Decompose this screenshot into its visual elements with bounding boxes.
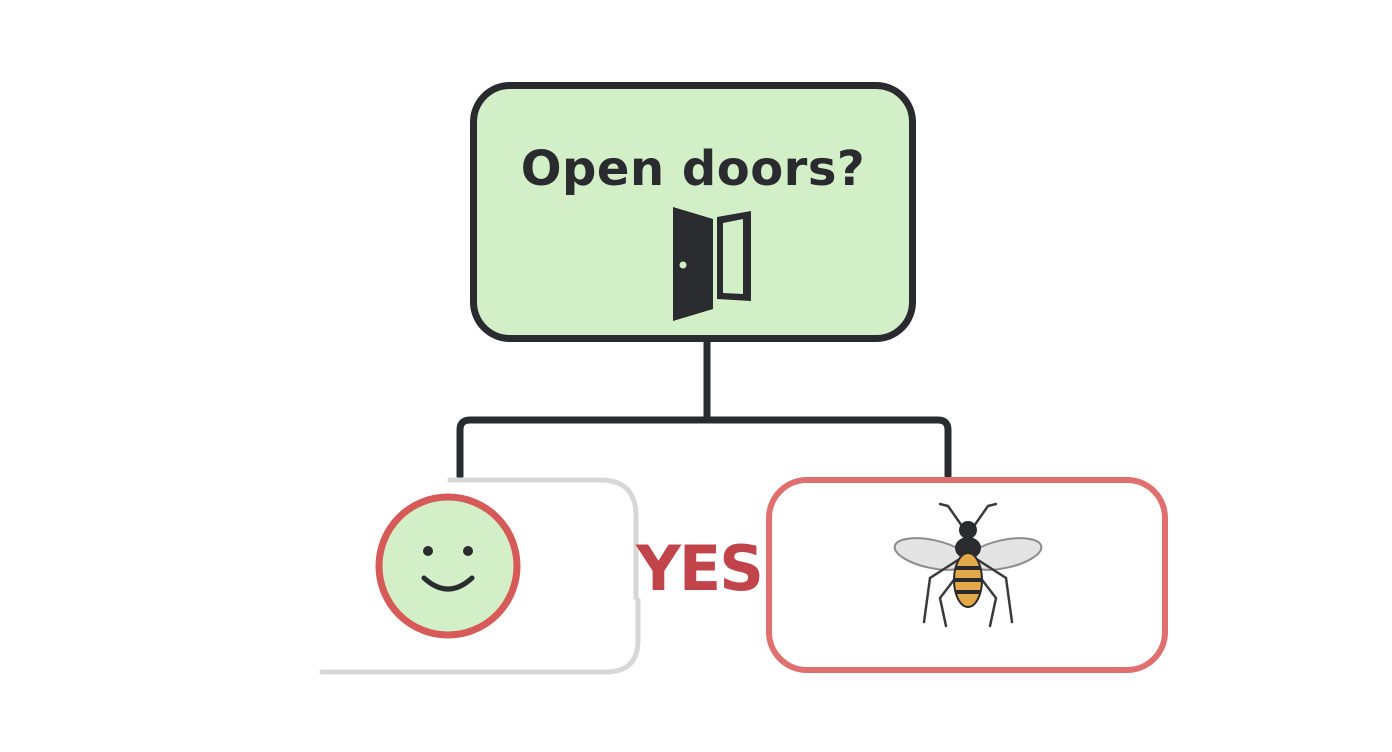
connector-right [703,416,952,480]
question-box: Open doors? [470,82,916,342]
connector-lines [456,338,952,480]
answer-label-yes: YES [636,532,764,605]
left-outcome-frame-bottom [319,597,641,675]
left-outcome-frame [447,477,639,601]
open-door-icon [673,207,751,321]
question-text: Open doors? [520,141,866,197]
mosquito-icon [893,502,1043,628]
connector-left [456,416,711,480]
happy-face-icon [375,493,521,639]
